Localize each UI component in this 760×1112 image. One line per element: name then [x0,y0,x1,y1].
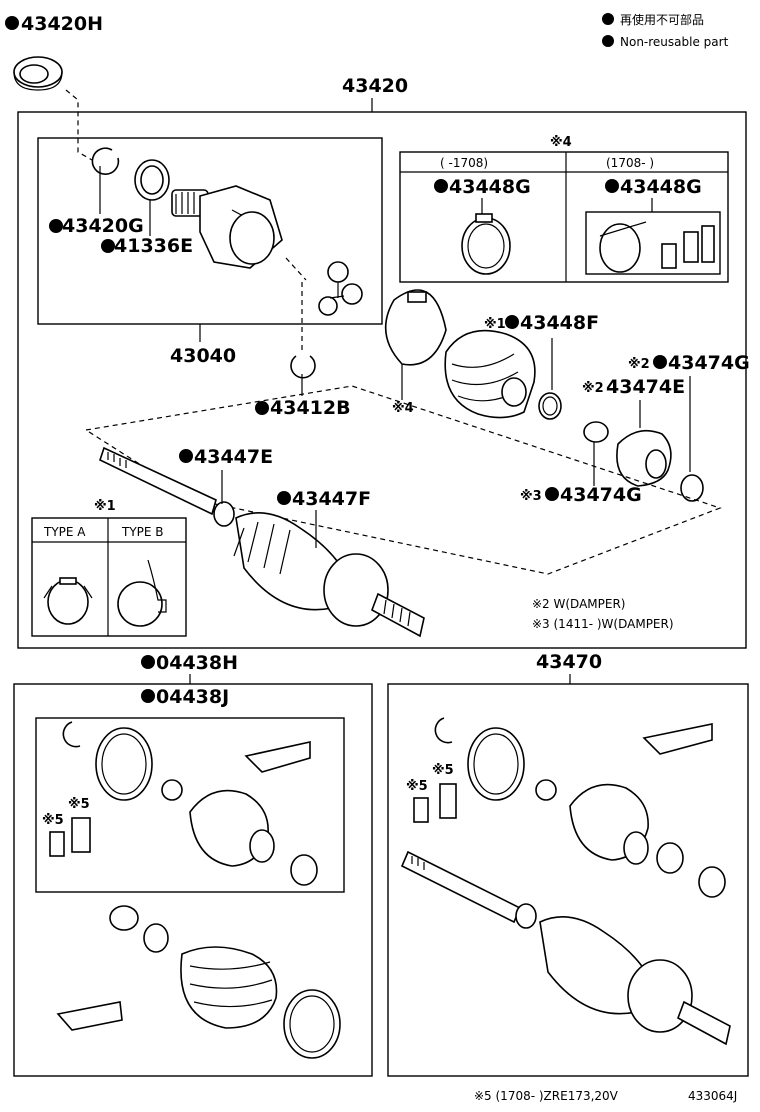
note-5-marker-a: ※5 [42,813,64,828]
outer-boot-icon [444,329,536,419]
non-reusable-bullet-icon [505,315,519,329]
tripod-joint-icon [318,261,363,316]
range-before-1708: ( -1708) [440,156,488,170]
type-b-label: TYPE B [121,525,164,539]
note-2-damper: ※2 W(DAMPER) [532,597,625,611]
part-number-43420G[interactable]: 43420G [62,215,144,237]
shaft-assembly-43470-icon [400,717,731,1046]
clamp-kit-box [585,211,721,275]
non-reusable-bullet-icon [605,179,619,193]
note-4-side-marker: ※4 [392,401,414,416]
drive-shaft-icon [99,446,425,638]
snap-ring-43420G-icon [91,147,120,175]
assembly-43420-frame [17,111,747,649]
boot-kit-frame [13,683,373,1077]
diagram-code: 433064J [688,1089,737,1103]
damper-clamp-right-icon [680,474,704,502]
non-reusable-bullet-icon [277,491,291,505]
boot-clamp-icon [461,213,511,275]
inner-joint-box [37,137,383,325]
clamp-kit-icon [599,221,715,273]
part-number-43448F[interactable]: 43448F [520,312,599,334]
clamp-type-box [31,517,187,637]
note-3-marker: ※3 [520,489,542,504]
small-clamp-icon [538,392,562,420]
part-number-43474G-bottom[interactable]: 43474G [560,484,642,506]
note-5-marker-c: ※5 [406,779,428,794]
part-number-43470[interactable]: 43470 [536,651,602,673]
shaft-assembly-43470-frame [387,683,749,1077]
non-reusable-bullet-icon [653,355,667,369]
part-number-41336E[interactable]: 41336E [114,235,193,257]
non-reusable-bullet-icon [434,179,448,193]
part-number-43040[interactable]: 43040 [170,345,236,367]
note-3-damper: ※3 (1411- )W(DAMPER) [532,617,674,631]
kit-outer-contents-icon [56,905,341,1059]
non-reusable-bullet-icon [602,35,614,47]
damper-clamp-left-icon [583,421,609,443]
part-number-43412B[interactable]: 43412B [270,397,351,419]
inner-joint-housing-icon [171,185,283,269]
clamp-type-b-icon [117,559,167,627]
type-a-label: TYPE A [43,525,86,539]
non-reusable-bullet-icon [5,16,19,30]
part-number-04438H[interactable]: 04438H [156,652,238,674]
part-43420H-group[interactable]: 43420H [5,13,103,91]
clamp-type-a-icon [43,577,93,625]
part-number-43447F[interactable]: 43447F [292,488,371,510]
clamp-variant-box [399,151,729,283]
legend: 再使用不可部品 Non-reusable part [602,12,729,49]
part-number-43420H[interactable]: 43420H [21,13,103,35]
non-reusable-bullet-icon [49,219,63,233]
non-reusable-bullet-icon [141,689,155,703]
range-from-1708: (1708- ) [606,156,654,170]
ring-41336E-icon [134,159,170,201]
part-number-43447E[interactable]: 43447E [194,446,273,468]
kit-inner-contents-icon [49,721,318,886]
note-1-marker: ※1 [484,317,506,332]
footer-note-5: ※5 (1708- )ZRE173,20V [474,1089,619,1103]
oil-seal-icon [13,56,63,91]
note-2-marker: ※2 [582,381,604,396]
damper-icon [616,429,672,487]
non-reusable-bullet-icon [255,401,269,415]
boot-kit-inner-frame [35,717,345,893]
non-reusable-bullet-icon [141,655,155,669]
part-number-43448G-new[interactable]: 43448G [620,176,702,198]
part-number-04438J[interactable]: 04438J [156,686,229,708]
note-2-marker-top: ※2 [628,357,650,372]
part-number-43448G-old[interactable]: 43448G [449,176,531,198]
note-5-marker-b: ※5 [68,797,90,812]
large-boot-clamp-icon [384,289,447,366]
non-reusable-bullet-icon [101,239,115,253]
legend-line-1: 再使用不可部品 [620,12,704,27]
non-reusable-bullet-icon [602,13,614,25]
snap-ring-43412B-icon [290,355,316,379]
note-4-marker: ※4 [550,135,572,150]
part-number-43474E[interactable]: 43474E [606,376,685,398]
non-reusable-bullet-icon [179,449,193,463]
part-number-43420[interactable]: 43420 [342,75,408,97]
note-5-marker-d: ※5 [432,763,454,778]
note-1-box-marker: ※1 [94,499,116,514]
legend-line-2: Non-reusable part [620,35,729,49]
non-reusable-bullet-icon [545,487,559,501]
part-number-43474G-top[interactable]: 43474G [668,352,750,374]
